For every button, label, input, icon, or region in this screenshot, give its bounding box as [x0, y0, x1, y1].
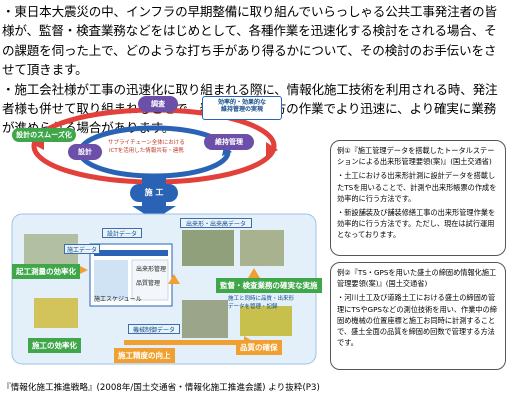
progress-schedule-label: 施工スケジュール	[94, 296, 142, 303]
example-2-title: 例②『TS・GPSを用いた盛土の締固め情報化施工管理要領(案)』(国土交通省)	[337, 268, 497, 289]
quality-tag: 品質の確保	[236, 340, 282, 355]
maintenance-pill: 維持管理	[204, 134, 254, 150]
design-pill: 設計	[68, 144, 102, 160]
efficiency-note: 効率的・効果的な 維持管理の実現	[202, 96, 282, 120]
intro-paragraph-1: ・東日本大震災の中、インフラの早期整備に取り組んでいらっしゃる公共工事発注者の皆…	[2, 4, 497, 78]
supply-chain-note: サプライチェーン全体における ICTを活用した情報共有・連携	[108, 140, 185, 154]
example-1-bullet-1: ・土工における出来形計測に設計データを搭載したTSを用いることで、計測や出来形帳…	[337, 171, 497, 203]
construction-efficiency-tag: 施工の効率化	[28, 338, 81, 353]
survey-pill: 調査	[138, 96, 178, 112]
quality-mgmt-label: 品質管理	[136, 280, 161, 287]
workflow-diagram: 調査 設計のスムーズ化 設計 維持管理 施 工 効率的・効果的な 維持管理の実現…	[4, 94, 326, 370]
example-box-1: 例①『施工管理データを搭載したトータルステーションによる出来形管理要領(案)』(…	[330, 140, 506, 256]
completion-shape-label: 出来形・出来高データ	[180, 218, 252, 228]
machine-control-label: 機械制御データ	[128, 324, 180, 334]
example-2-bullet-1: ・河川土工及び道路土工における盛土の締固め管理にTSやGPSなどの測位技術を用い…	[337, 293, 497, 348]
construction-pill: 施 工	[130, 184, 178, 202]
construction-info-label: 施工と同時に品質・出来形 データを管理・記録	[228, 296, 295, 310]
construction-data-label: 施工データ	[64, 244, 100, 254]
precision-tag: 施工精度の向上	[114, 348, 175, 363]
design-data-label: 設計データ	[102, 228, 142, 238]
source-caption: 『情報化施工推進戦略』(2008年/国土交通省・情報化施工推進会議) より抜粋(…	[2, 383, 320, 393]
survey-efficiency-tag: 起工測量の効率化	[12, 264, 80, 279]
example-1-bullet-2: ・新設舗装及び舗装修繕工事の出来形管理作業を効率的に行う方法です。ただし、現在は…	[337, 208, 496, 240]
inspection-tag: 監督・検査業務の確実な実施	[216, 278, 322, 293]
example-1-title: 例①『施工管理データを搭載したトータルステーションによる出来形管理要領(案)』(…	[337, 146, 495, 167]
completion-mgmt-label: 出来形管理	[136, 266, 167, 273]
design-smooth-pill: 設計のスムーズ化	[12, 128, 76, 142]
example-box-2: 例②『TS・GPSを用いた盛土の締固め情報化施工管理要領(案)』(国土交通省) …	[330, 262, 506, 370]
